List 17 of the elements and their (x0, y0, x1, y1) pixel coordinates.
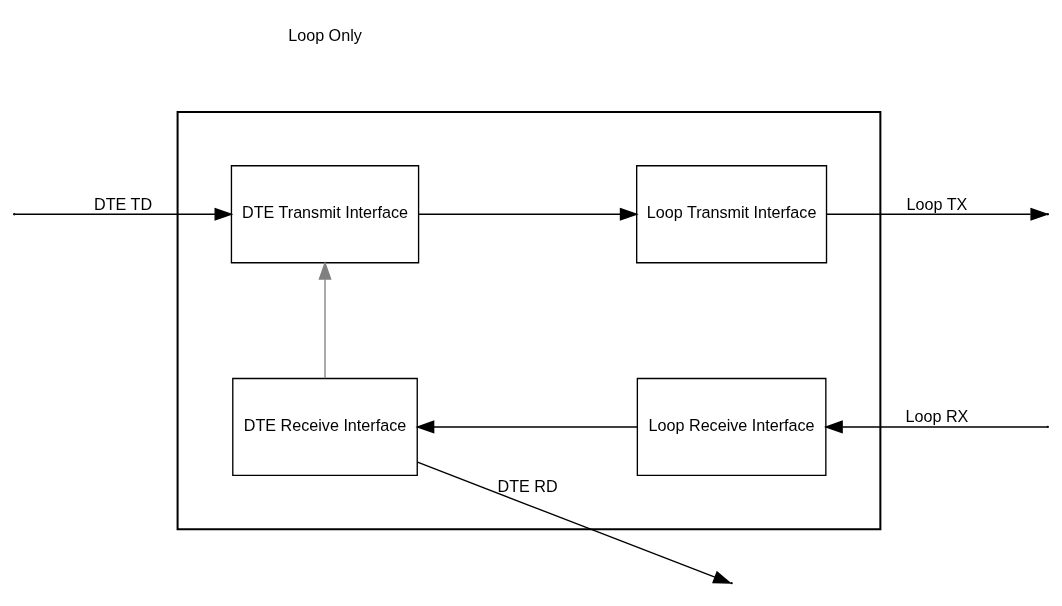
arrow (416, 461, 733, 584)
edge-label: DTE RD (497, 477, 558, 496)
arrow (14, 207, 234, 221)
node-box: DTE Transmit Interface (230, 165, 420, 264)
node-box: Loop Transmit Interface (636, 165, 828, 264)
arrow (415, 420, 639, 434)
edge-label: DTE TD (94, 194, 153, 213)
arrow (418, 207, 639, 221)
arrow (826, 207, 1050, 221)
arrow (318, 260, 332, 379)
cluster (176, 110, 882, 531)
node-box: Loop Receive Interface (636, 377, 827, 477)
arrow (823, 420, 1048, 434)
edge-label: Loop TX (906, 194, 968, 213)
node-box: DTE Receive Interface (232, 377, 418, 477)
edge-label: Loop RX (905, 407, 969, 426)
label: Loop Only (288, 25, 362, 44)
